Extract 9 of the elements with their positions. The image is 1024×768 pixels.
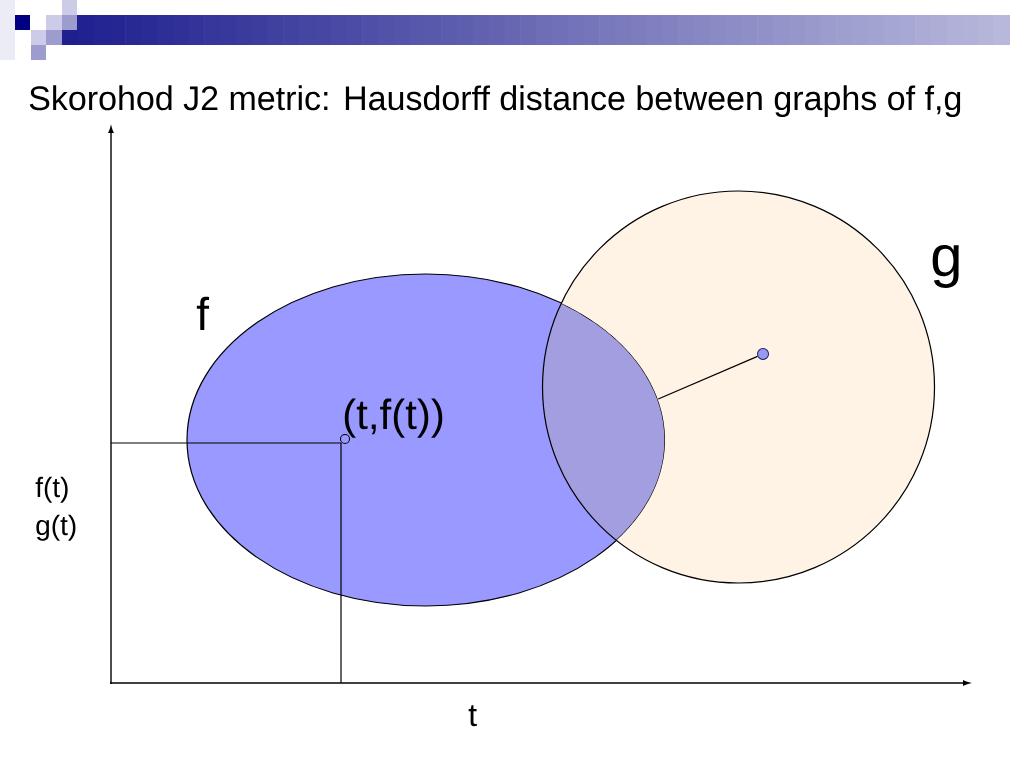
axis-label: g(t) bbox=[36, 514, 76, 541]
graph-label: g bbox=[932, 244, 959, 288]
axis-label: f(t) bbox=[35, 476, 68, 503]
point-label: (t,f(t)) bbox=[344, 398, 443, 438]
title: Skorohod J2 metric: Hausdorff distance between graphs of f,g bbox=[29, 85, 961, 118]
graph-label: f bbox=[196, 296, 210, 330]
connector bbox=[657, 355, 759, 400]
ellipse bbox=[186, 273, 666, 607]
axis-label: t bbox=[468, 705, 477, 727]
